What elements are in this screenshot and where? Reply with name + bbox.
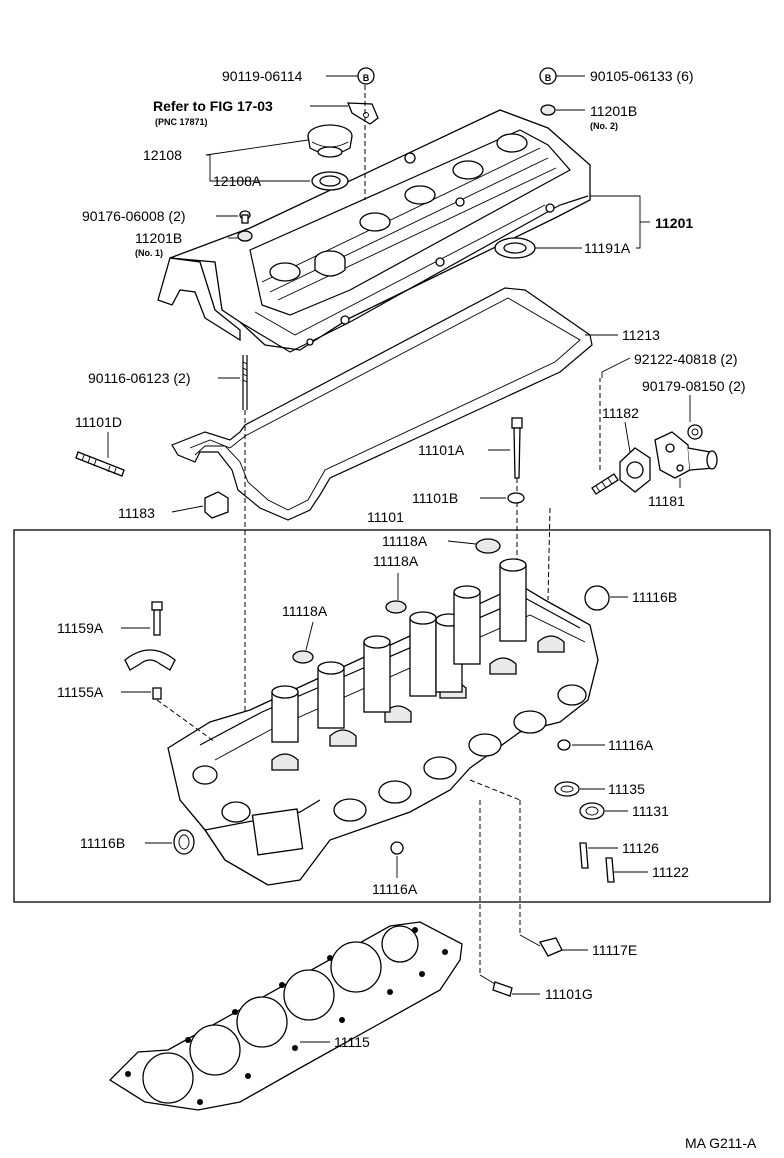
- label-12108: 12108: [143, 147, 182, 163]
- label-11155a: 11155A: [57, 684, 104, 700]
- svg-text:B: B: [545, 73, 552, 83]
- gasket-11182-icon: [619, 447, 651, 493]
- label-11183: 11183: [118, 505, 155, 521]
- plug-90179-icon: [687, 424, 703, 440]
- label-11122: 11122: [652, 864, 689, 880]
- label-11126: 11126: [622, 840, 659, 856]
- head-gasket-icon: [108, 921, 463, 1111]
- label-11201: 11201: [655, 215, 693, 231]
- diagram-code: MA G211-A: [685, 1135, 757, 1151]
- grommet-no1-icon: [237, 210, 253, 242]
- label-11101: 11101: [367, 509, 404, 525]
- bolt-11101a-icon: [511, 417, 523, 565]
- stud-92122-icon: [591, 378, 619, 495]
- grommet-no2-icon: [540, 104, 556, 116]
- label-90116-06123: 90116-06123 (2): [88, 370, 190, 386]
- label-11101g: 11101G: [545, 986, 593, 1002]
- oil-cap-icon: [307, 124, 353, 158]
- label-11116a-2: 11116A: [372, 881, 418, 897]
- label-11118a-2: 11118A: [373, 553, 419, 569]
- label-pnc: (PNC 17871): [155, 117, 208, 127]
- cap-gasket-icon: [311, 171, 349, 191]
- label-11201b-no1: 11201B: [135, 230, 182, 246]
- bracket-icon: [347, 102, 379, 125]
- label-11118a-1: 11118A: [382, 533, 428, 549]
- label-12108a: 12108A: [213, 173, 262, 189]
- label-no1: (No. 1): [135, 248, 163, 258]
- badge-b-right: B: [539, 67, 557, 85]
- label-11201b-no2: 11201B: [590, 103, 637, 119]
- valve-cover-icon: [157, 109, 591, 353]
- cylinder-head-frame: [13, 529, 771, 903]
- cylinder-head-icon: [124, 507, 615, 975]
- cover-gasket-icon: [171, 287, 593, 521]
- label-refer-fig: Refer to FIG 17-03: [153, 98, 273, 114]
- label-11135: 11135: [608, 781, 645, 797]
- label-90119-06114: 90119-06114: [222, 68, 303, 84]
- svg-text:B: B: [363, 73, 370, 83]
- label-11181: 11181: [648, 493, 685, 509]
- badge-b-left: B: [357, 67, 375, 85]
- label-11213: 11213: [622, 327, 660, 343]
- label-11117e: 11117E: [592, 942, 637, 958]
- label-11101d: 11101D: [75, 414, 122, 430]
- label-90176-06008: 90176-06008 (2): [82, 208, 186, 224]
- label-11101a: 11101A: [418, 442, 465, 458]
- leader-lines: [107, 75, 691, 1043]
- label-11101b: 11101B: [412, 490, 458, 506]
- label-90179-08150: 90179-08150 (2): [642, 378, 746, 394]
- pin-11101g-icon: [479, 974, 513, 997]
- lifter-bore-icon: [271, 558, 527, 743]
- stud-11101d-icon: [75, 451, 125, 477]
- label-92122-40818: 92122-40818 (2): [634, 351, 738, 367]
- label-90105-06133: 90105-06133 (6): [590, 68, 694, 84]
- seal-washer-icon: [494, 237, 536, 259]
- label-11115: 11115: [334, 1034, 370, 1050]
- label-11116b-1: 11116B: [632, 589, 677, 605]
- part-labels: 90119-06114 90105-06133 (6) Refer to FIG…: [57, 68, 757, 1151]
- stud-icon: [242, 355, 248, 720]
- water-outlet-icon: [654, 431, 718, 479]
- label-no2: (No. 2): [590, 121, 618, 131]
- label-11182: 11182: [602, 405, 639, 421]
- label-11116b-2: 11116B: [80, 835, 125, 851]
- plug-11117e-icon: [519, 934, 563, 957]
- washer-11101b-icon: [507, 492, 525, 504]
- label-11116a-1: 11116A: [608, 737, 654, 753]
- label-11131: 11131: [632, 803, 669, 819]
- label-11191a: 11191A: [584, 240, 631, 256]
- label-11159a: 11159A: [57, 620, 104, 636]
- label-11118a-3: 11118A: [282, 603, 328, 619]
- bracket-11183-icon: [204, 491, 229, 519]
